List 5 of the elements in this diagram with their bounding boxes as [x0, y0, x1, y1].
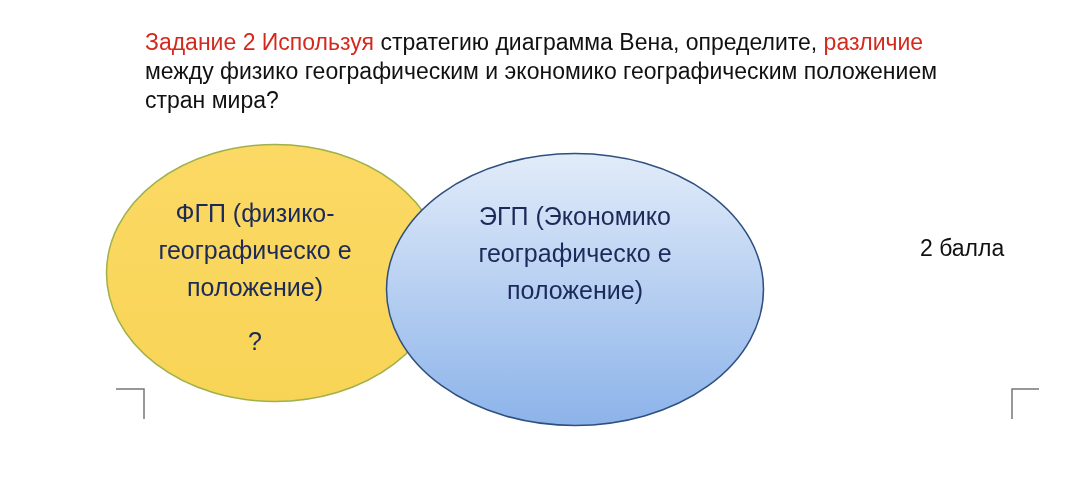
ellipse-label: ЭГП (Экономико географическо е положение) — [477, 201, 673, 306]
ellipse-label: ФГП (физико- географическо е положение) — [157, 198, 353, 303]
task-title: Задание 2 Используя стратегию диаграмма Вена, определите, различие между физико географическим и экономико географическим положением стран мира? — [145, 28, 938, 115]
ellipse-label: ? — [247, 326, 263, 357]
score-note: 2 балла — [920, 235, 1005, 262]
